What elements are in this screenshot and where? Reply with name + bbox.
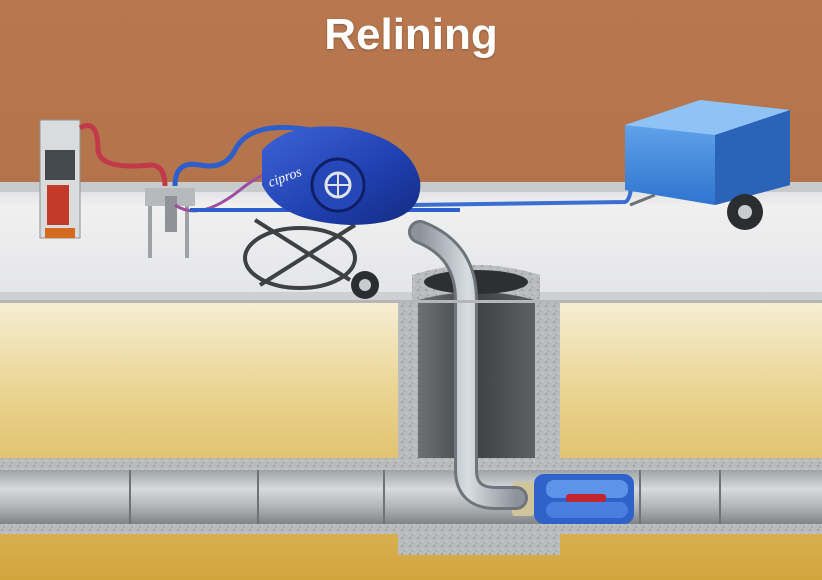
street-edge [0, 300, 822, 303]
heater-unit-icon [39, 119, 81, 239]
inversion-drum-icon: cipros [243, 126, 421, 299]
sewer-pipe-icon [0, 458, 822, 534]
liner-packer-icon [512, 474, 634, 524]
water-pump-icon [145, 188, 195, 258]
page-title: Relining [324, 10, 498, 59]
compressor-trailer-icon [625, 100, 790, 230]
